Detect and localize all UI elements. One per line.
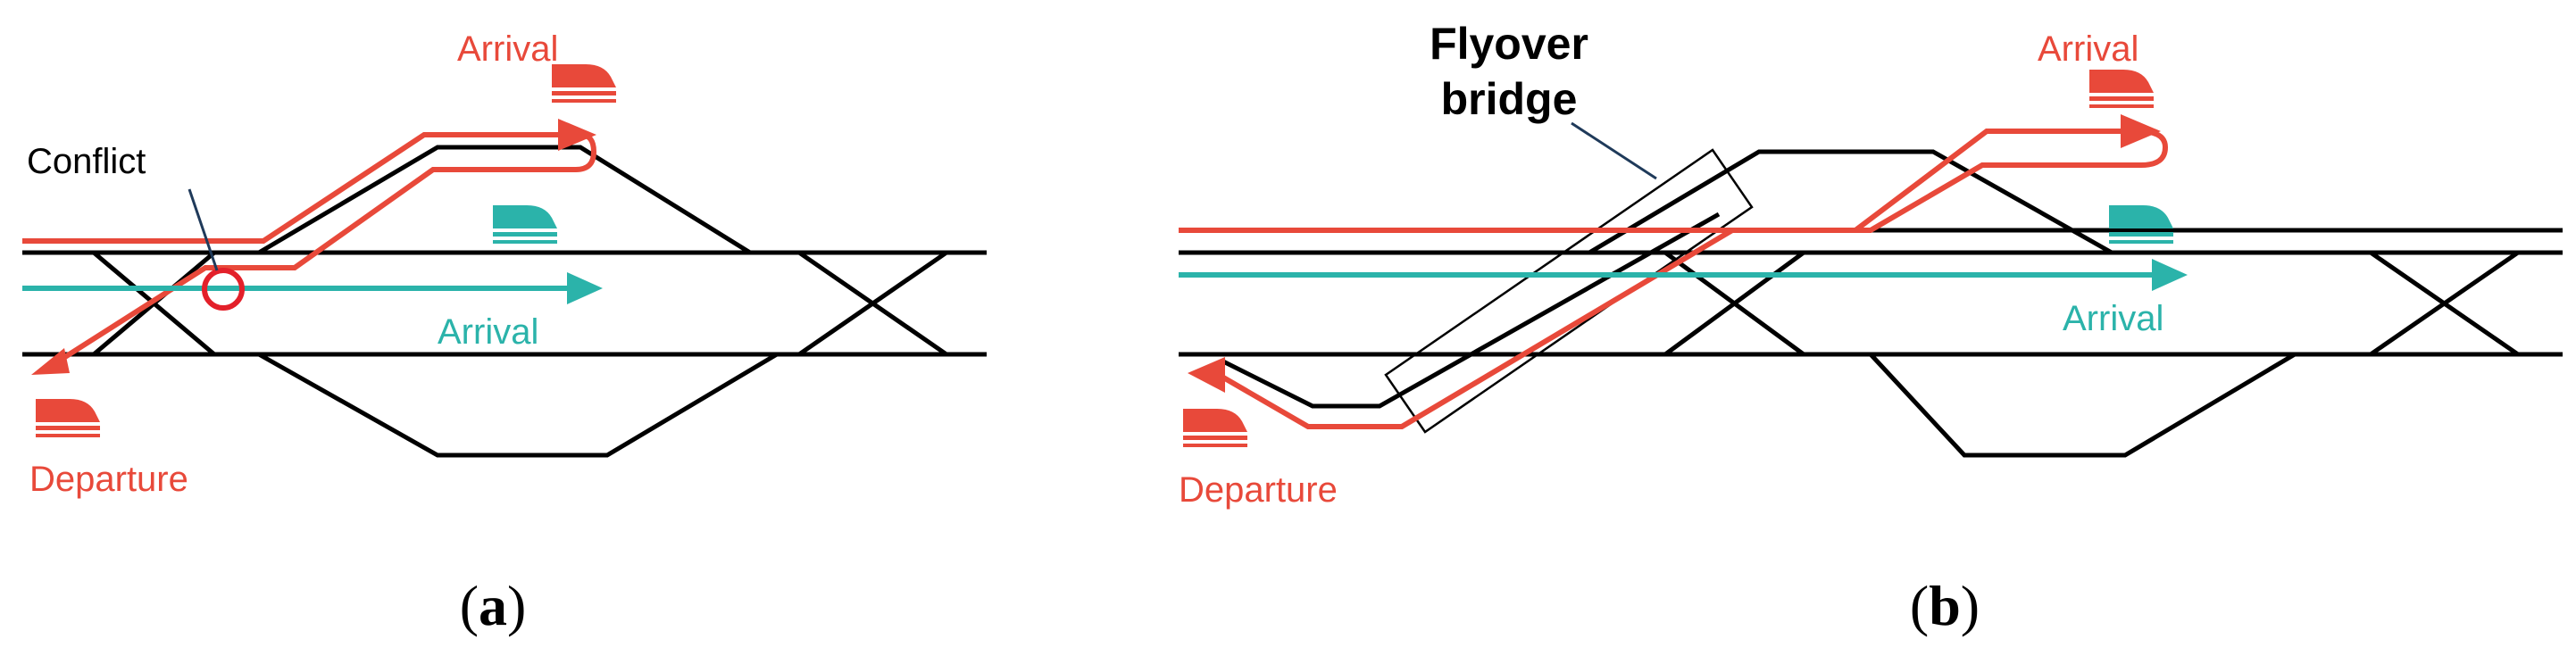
panel-b-tracks xyxy=(1179,149,2563,458)
label-departure-b: Departure xyxy=(1179,470,1338,510)
label-arrival-top-b: Arrival xyxy=(2038,29,2138,69)
track-lower-loop xyxy=(257,352,779,458)
flyover-bridge-outline xyxy=(1384,148,1754,434)
panel-a-arrival-route xyxy=(22,119,597,375)
train-icon xyxy=(552,64,616,103)
train-icon xyxy=(1183,409,1247,447)
track-upper-loop xyxy=(257,145,752,255)
crossover-b-mid-2 xyxy=(1663,250,1805,357)
red-arrival-route-b xyxy=(1688,129,2138,233)
train-icon xyxy=(2109,205,2173,244)
red-departure-route-b xyxy=(1217,129,2169,429)
label-flyover-line1: Flyover xyxy=(1430,19,1588,69)
label-conflict: Conflict xyxy=(27,142,146,181)
panel-a-through-route xyxy=(22,272,603,304)
arrow-arrival-mid-b xyxy=(2152,259,2188,291)
caption-b: (b) xyxy=(1910,574,1980,637)
arrow-arrival-b xyxy=(2121,114,2161,148)
flyover-track xyxy=(1221,212,1721,409)
label-arrival-top-a: Arrival xyxy=(457,29,558,69)
caption-a: (a) xyxy=(460,574,527,637)
train-icon xyxy=(2089,70,2154,108)
label-departure-a: Departure xyxy=(29,460,188,499)
label-arrival-mid-b: Arrival xyxy=(2063,299,2163,338)
panel-b: Flyover bridge Arrival Arrival Departure… xyxy=(1179,19,2563,637)
conflict-leader-line xyxy=(188,188,219,271)
arrow-departure-b xyxy=(1188,357,1225,393)
flyover-leader-line xyxy=(1571,121,1657,180)
panel-a: Arrival Conflict Arrival Departure (a) xyxy=(22,29,987,637)
crossover-a-right-2 xyxy=(797,250,948,357)
train-icon xyxy=(36,399,100,437)
panel-a-tracks xyxy=(22,145,987,458)
track-lower-loop-b xyxy=(1869,352,2297,458)
label-arrival-mid-a: Arrival xyxy=(438,312,538,352)
train-icon xyxy=(493,205,557,244)
track-upper-loop-b xyxy=(1588,149,2113,255)
conflict-marker xyxy=(202,268,245,311)
panel-b-red-routes xyxy=(1179,129,2169,429)
crossover-b-right-2 xyxy=(2369,250,2520,357)
label-flyover-line2: bridge xyxy=(1441,74,1578,124)
